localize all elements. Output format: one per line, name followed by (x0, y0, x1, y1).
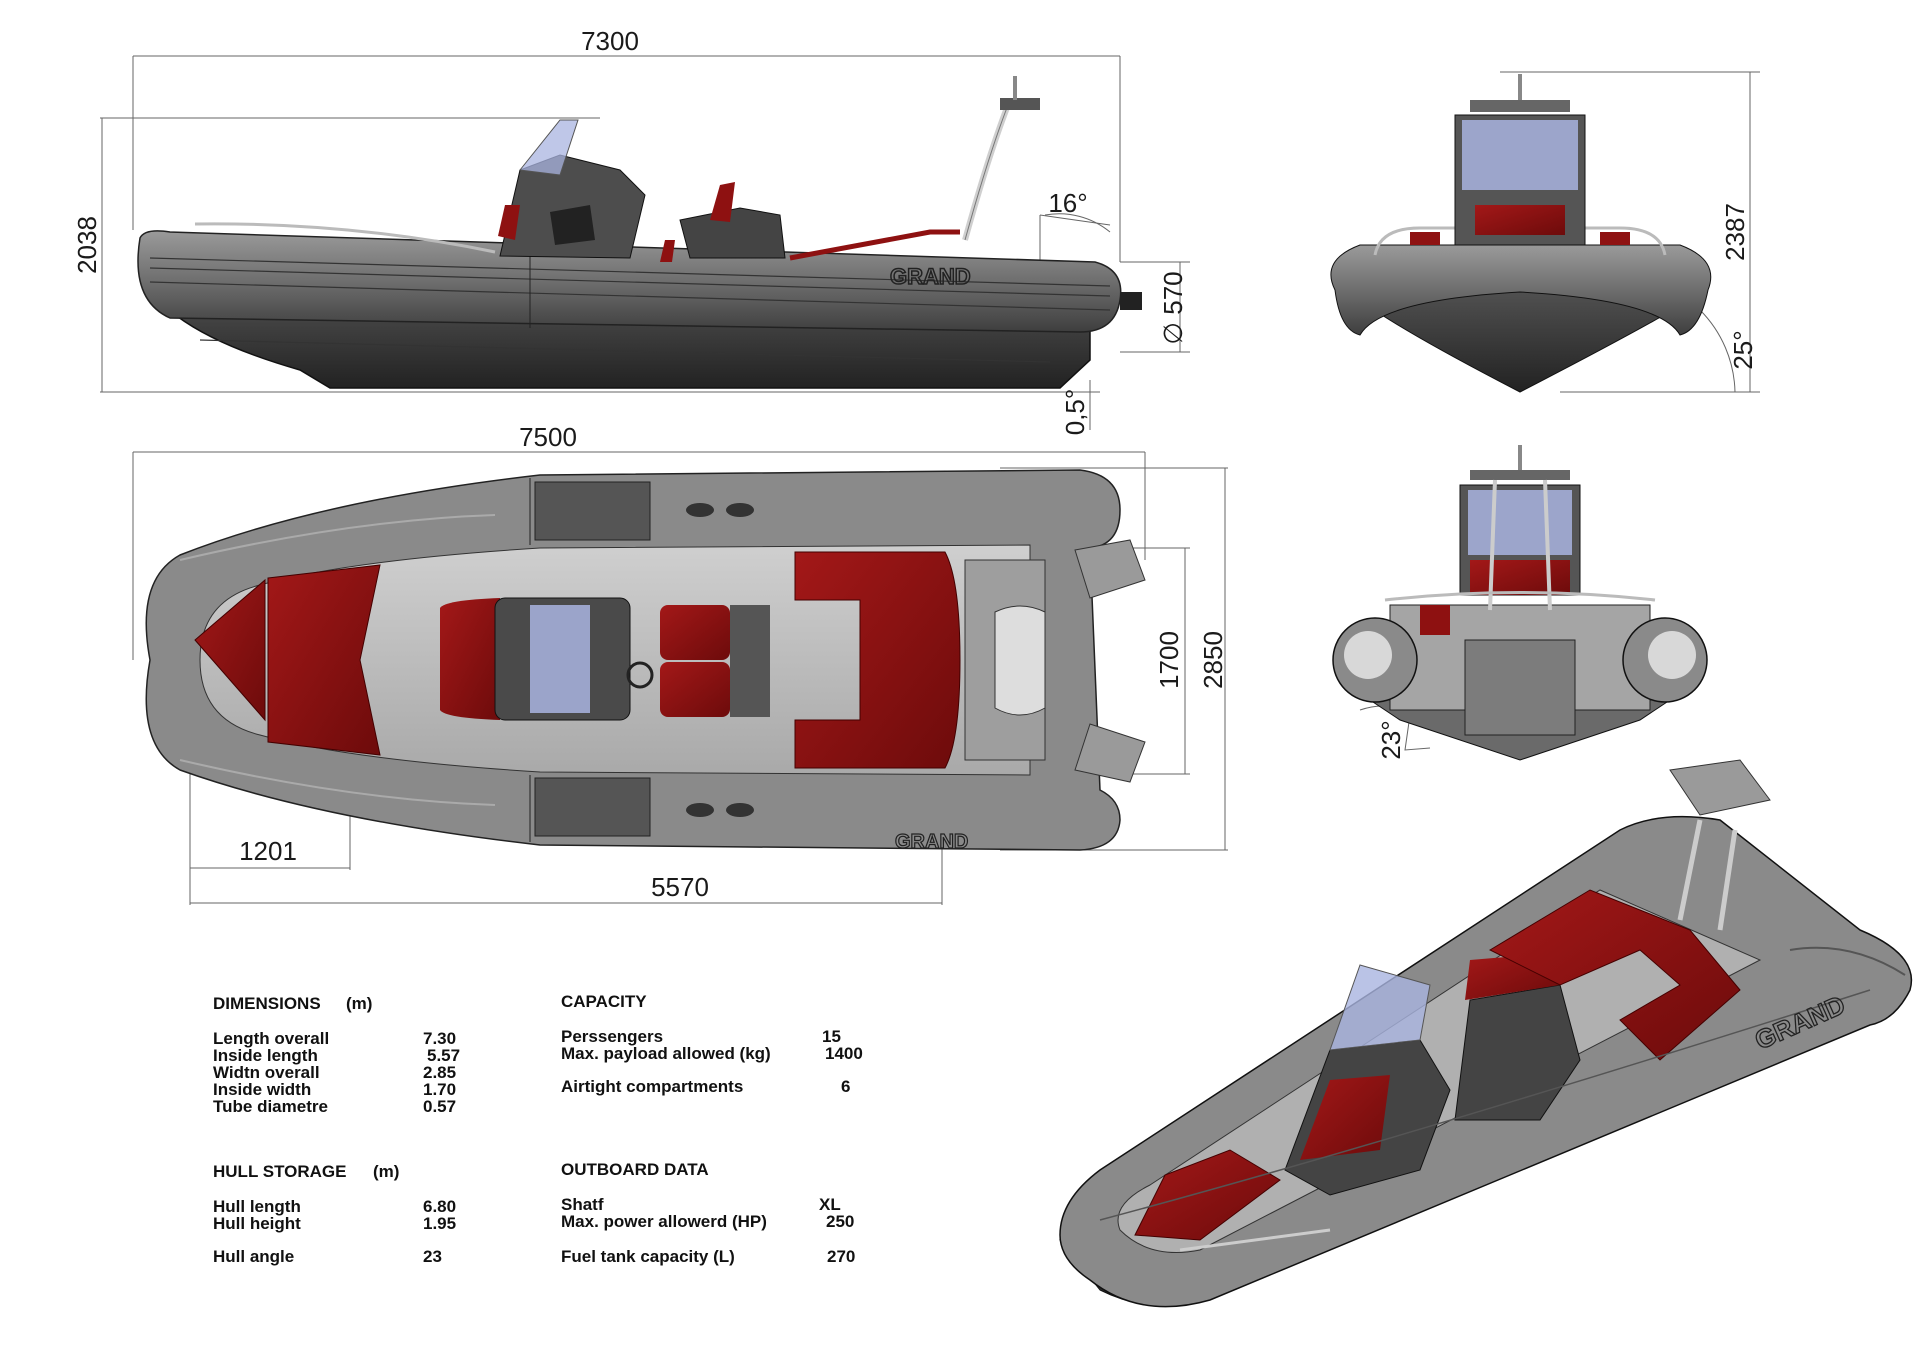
dim-hull-angle-rear: 23° (1376, 720, 1406, 759)
spec-label: Tube diametre (213, 1097, 328, 1116)
spec-dimensions: DIMENSIONS (m) Length overall 7.30 Insid… (213, 995, 513, 1115)
dim-keel-angle: 0,5° (1060, 389, 1090, 436)
spec-label: Hull length (213, 1197, 301, 1216)
spec-capacity: CAPACITY Perssengers 15 Max. payload all… (561, 992, 891, 1096)
spec-value: 1.95 (423, 1214, 457, 1233)
spec-value: 6 (841, 1077, 851, 1096)
spec-label: Inside length (213, 1046, 318, 1065)
brand-logo-plan: GRAND (895, 831, 968, 853)
spec-label: Max. payload allowed (kg) (561, 1044, 771, 1063)
rear-view (1332, 445, 1708, 761)
spec-value: 0.57 (423, 1097, 457, 1116)
dim-bow-seat-length: 1201 (239, 836, 297, 866)
side-profile-view: GRAND (100, 55, 1190, 430)
isometric-view: GRAND (1059, 759, 1913, 1308)
spec-value: 1400 (825, 1044, 863, 1063)
spec-label: Fuel tank capacity (L) (561, 1247, 735, 1266)
spec-label: Widtn overall (213, 1063, 320, 1082)
spec-label: Hull height (213, 1214, 301, 1233)
plan-top-view: GRAND (132, 451, 1228, 905)
hull-storage-heading: HULL STORAGE (213, 1162, 347, 1181)
spec-hull-storage: HULL STORAGE (m) Hull length 6.80 Hull h… (213, 1163, 513, 1273)
dim-width-overall-plan: 2850 (1198, 631, 1228, 689)
front-view (1330, 71, 1760, 393)
spec-value: 2.85 (423, 1063, 457, 1082)
spec-outboard-data: OUTBOARD DATA Shatf XL Max. power allowe… (561, 1161, 891, 1281)
spec-label: Shatf (561, 1195, 604, 1214)
spec-label: Inside width (213, 1080, 312, 1099)
spec-label: Perssengers (561, 1027, 664, 1046)
spec-value: 23 (423, 1247, 442, 1266)
spec-value: XL (819, 1195, 841, 1214)
dim-inside-width-plan: 1700 (1154, 631, 1184, 689)
dim-height-front: 2387 (1720, 203, 1750, 261)
dimensions-heading: DIMENSIONS (213, 994, 321, 1013)
dim-deadrise-rear: 25° (1728, 330, 1758, 369)
dim-height-profile: 2038 (72, 216, 102, 274)
spec-label: Length overall (213, 1029, 330, 1048)
dim-inside-length-plan: 5570 (651, 872, 709, 902)
spec-label: Max. power allowerd (HP) (561, 1212, 767, 1231)
capacity-heading: CAPACITY (561, 992, 647, 1011)
spec-value: 1.70 (423, 1080, 457, 1099)
spec-value: 6.80 (423, 1197, 457, 1216)
spec-label: Hull angle (213, 1247, 295, 1266)
spec-label: Airtight compartments (561, 1077, 744, 1096)
dim-deadrise-front: 16° (1048, 188, 1087, 218)
spec-value: 7.30 (423, 1029, 457, 1048)
outboard-heading: OUTBOARD DATA (561, 1160, 709, 1179)
spec-value: 250 (826, 1212, 855, 1231)
spec-value: 5.57 (427, 1046, 461, 1065)
spec-value: 270 (827, 1247, 856, 1266)
hull-storage-unit: (m) (373, 1162, 400, 1181)
brand-logo-side: GRAND (890, 264, 971, 289)
spec-value: 15 (822, 1027, 841, 1046)
dim-tube-diameter: ∅ 570 (1158, 271, 1188, 344)
dim-length-profile: 7300 (581, 26, 639, 56)
dimensions-unit: (m) (346, 994, 373, 1013)
dim-length-overall-plan: 7500 (519, 422, 577, 452)
